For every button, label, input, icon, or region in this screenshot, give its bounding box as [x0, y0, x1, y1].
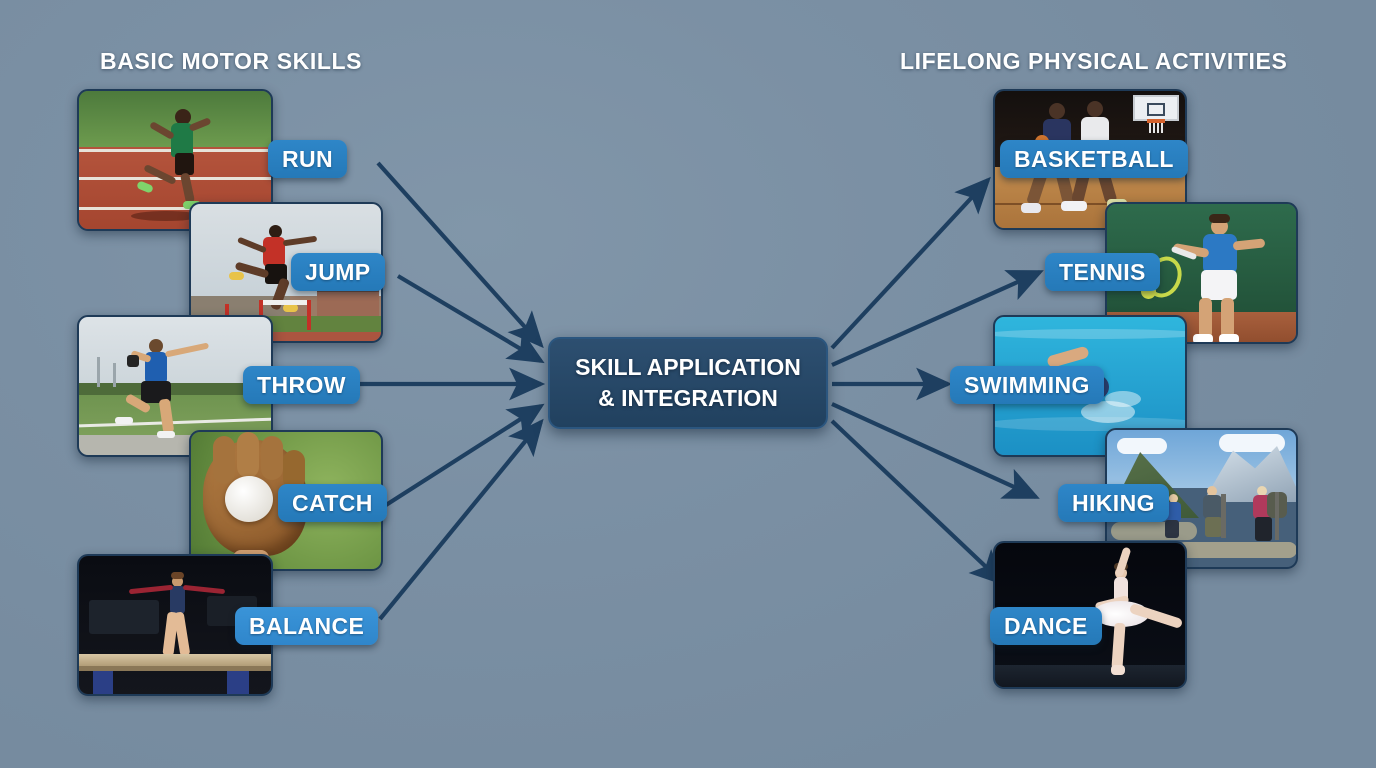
pill-run[interactable]: RUN	[268, 140, 348, 178]
pill-tennis[interactable]: TENNIS	[1045, 253, 1160, 291]
heading-lifelong-physical-activities: LIFELONG PHYSICAL ACTIVITIES	[900, 48, 1288, 74]
arrow-balance-to-center	[378, 418, 544, 621]
center-node-line-1: SKILL APPLICATION	[575, 354, 801, 381]
center-node-line-2: & INTEGRATION	[598, 385, 778, 411]
arrow-center-to-dance	[830, 419, 1007, 586]
photo-balance	[77, 554, 273, 696]
pill-basketball-label: BASKETBALL	[1014, 145, 1174, 172]
arrow-run-to-center	[376, 161, 544, 349]
pill-dance-label: DANCE	[1004, 612, 1088, 639]
arrow-jump-to-center	[396, 274, 545, 364]
pill-catch-label: CATCH	[292, 489, 373, 516]
pill-throw[interactable]: THROW	[243, 366, 360, 404]
pill-tennis-label: TENNIS	[1059, 258, 1146, 285]
center-node-skill-application[interactable]: SKILL APPLICATION & INTEGRATION	[548, 337, 828, 429]
pill-catch[interactable]: CATCH	[278, 484, 387, 522]
pill-hiking[interactable]: HIKING	[1058, 484, 1169, 522]
pill-basketball[interactable]: BASKETBALL	[1000, 140, 1188, 178]
pill-balance[interactable]: BALANCE	[235, 607, 379, 645]
pill-jump[interactable]: JUMP	[291, 253, 385, 291]
arrow-catch-to-center	[384, 403, 545, 507]
heading-basic-motor-skills: BASIC MOTOR SKILLS	[100, 48, 363, 74]
pill-balance-label: BALANCE	[249, 612, 365, 639]
pill-swimming[interactable]: SWIMMING	[950, 366, 1104, 404]
pill-throw-label: THROW	[257, 371, 346, 398]
pill-hiking-label: HIKING	[1072, 489, 1155, 516]
photo-throw	[77, 315, 273, 457]
pill-jump-label: JUMP	[305, 258, 371, 285]
pill-swimming-label: SWIMMING	[964, 371, 1090, 398]
pill-run-label: RUN	[282, 145, 334, 172]
photo-dance	[993, 541, 1187, 689]
arrow-center-to-basketball	[830, 176, 991, 350]
pill-dance[interactable]: DANCE	[990, 607, 1102, 645]
